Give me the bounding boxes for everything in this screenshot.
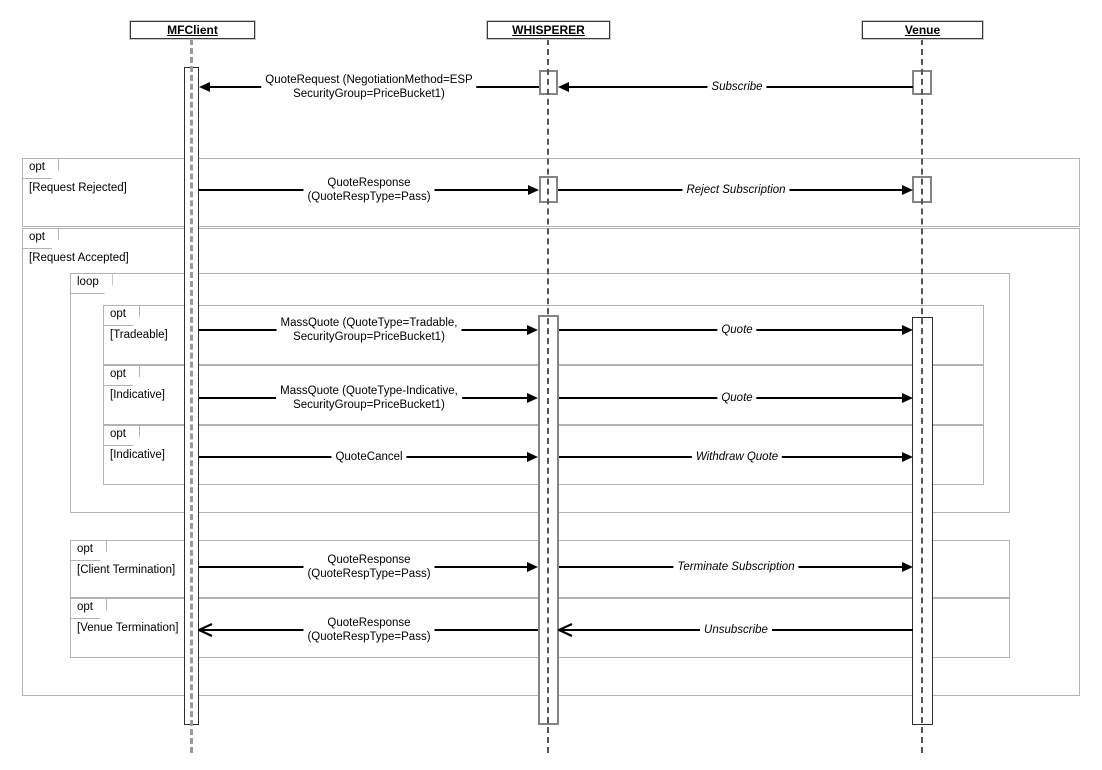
message-label: QuoteResponse (QuoteRespType=Pass) [303, 553, 435, 581]
message-label-line1: Quote [721, 392, 753, 404]
message-label: MassQuote (QuoteType=Tradable, SecurityG… [276, 316, 462, 344]
message-label-line2: (QuoteRespType=Pass) [307, 191, 431, 203]
message-label-line1: Subscribe [711, 81, 763, 93]
frame-operator-tab: loop [70, 273, 113, 294]
message-label: QuoteResponse (QuoteRespType=Pass) [303, 176, 435, 204]
message-label-line1: QuoteRequest (NegotiationMethod=ESP [265, 74, 473, 86]
message-label: Withdraw Quote [691, 450, 783, 464]
frame-operator-tab: opt [103, 425, 140, 446]
message-label-line1: Withdraw Quote [695, 451, 779, 463]
message-label: MassQuote (QuoteType-Indicative, Securit… [276, 384, 462, 412]
message-label-line1: QuoteCancel [335, 451, 403, 463]
arrowhead-right-icon [527, 325, 538, 335]
frame-guard: [Client Termination] [77, 564, 176, 576]
message-label: Quote [717, 323, 757, 337]
arrowhead-left-icon [199, 82, 210, 92]
message-label-line1: Reject Subscription [686, 184, 786, 196]
arrowhead-right-icon [902, 562, 913, 572]
frame-guard: [Request Rejected] [29, 182, 127, 194]
message-label-line1: QuoteResponse [327, 177, 411, 189]
open-arrowhead-left-icon [198, 623, 213, 637]
message-label: Reject Subscription [682, 183, 790, 197]
message-label-line2: (QuoteRespType=Pass) [307, 568, 431, 580]
frame-operator-tab: opt [103, 305, 140, 326]
message-label-line1: Quote [721, 324, 753, 336]
opt-frame-request-rejected: opt [Request Rejected] [22, 158, 1080, 227]
frame-operator-tab: opt [22, 228, 59, 249]
message-label: QuoteResponse (QuoteRespType=Pass) [303, 616, 435, 644]
message-label-line2: SecurityGroup=PriceBucket1) [293, 331, 445, 343]
lifeline-mfclient [190, 39, 193, 753]
message-label-line2: SecurityGroup=PriceBucket1) [293, 88, 445, 100]
opt-frame-tradeable: opt [Tradeable] [103, 305, 984, 365]
participant-venue: Venue [862, 21, 983, 39]
frame-guard: [Venue Termination] [77, 622, 179, 634]
arrowhead-right-icon [902, 185, 913, 195]
frame-operator-tab: opt [22, 158, 59, 179]
lifeline-venue [921, 39, 923, 753]
arrowhead-right-icon [527, 452, 538, 462]
arrowhead-left-icon [558, 82, 569, 92]
message-label-line2: (QuoteRespType=Pass) [307, 631, 431, 643]
frame-operator-tab: opt [70, 598, 107, 619]
message-label-line1: MassQuote (QuoteType-Indicative, [280, 385, 458, 397]
participant-mfclient: MFClient [130, 21, 255, 39]
message-label: Unsubscribe [700, 623, 772, 637]
message-label: Subscribe [707, 80, 767, 94]
message-label: QuoteRequest (NegotiationMethod=ESP Secu… [261, 73, 477, 101]
message-label-line2: SecurityGroup=PriceBucket1) [293, 399, 445, 411]
arrowhead-right-icon [527, 393, 538, 403]
frame-guard: [Request Accepted] [29, 252, 129, 264]
frame-operator-tab: opt [70, 540, 107, 561]
arrowhead-right-icon [527, 562, 538, 572]
arrowhead-right-icon [902, 325, 913, 335]
arrowhead-right-icon [902, 452, 913, 462]
frame-guard: [Tradeable] [110, 329, 168, 341]
arrowhead-right-icon [528, 185, 539, 195]
message-label-line1: QuoteResponse [327, 554, 411, 566]
frame-operator-tab: opt [103, 365, 140, 386]
arrowhead-right-icon [902, 393, 913, 403]
message-label-line1: MassQuote (QuoteType=Tradable, [280, 317, 458, 329]
message-label-line1: Terminate Subscription [677, 561, 795, 573]
lifeline-whisperer [547, 39, 549, 753]
participant-whisperer: WHISPERER [487, 21, 610, 39]
frame-guard: [Indicative] [110, 449, 165, 461]
message-label: Quote [717, 391, 757, 405]
message-label-line1: Unsubscribe [704, 624, 768, 636]
message-label: QuoteCancel [331, 450, 407, 464]
open-arrowhead-left-icon [558, 623, 573, 637]
message-label: Terminate Subscription [673, 560, 799, 574]
frame-guard: [Indicative] [110, 389, 165, 401]
message-label-line1: QuoteResponse [327, 617, 411, 629]
